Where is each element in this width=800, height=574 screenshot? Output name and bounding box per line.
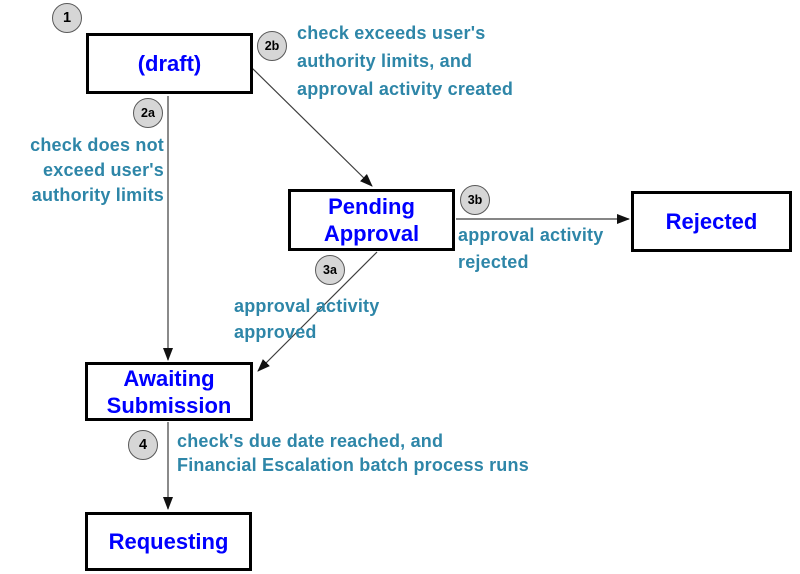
badge-step-3b: 3b xyxy=(460,185,490,215)
badge-label: 2a xyxy=(141,106,155,120)
state-label: Pending xyxy=(328,194,415,219)
transition-label-3b: approval activity rejected xyxy=(458,225,604,272)
transition-label-3a: approval activity approved xyxy=(234,296,380,342)
badge-step-2b: 2b xyxy=(257,31,287,61)
badge-step-4: 4 xyxy=(128,430,158,460)
transition-label-2b: check exceeds user's authority limits, a… xyxy=(297,23,514,99)
badge-label: 2b xyxy=(264,39,280,53)
transition-label-2a: check does not exceed user's authority l… xyxy=(30,135,164,205)
badge-step-1: 1 xyxy=(52,3,82,33)
state-label: Requesting xyxy=(108,529,229,554)
state-label: Approval xyxy=(323,221,420,246)
state-label: (draft) xyxy=(137,51,202,76)
state-requesting: Requesting xyxy=(85,512,252,571)
badge-step-2a: 2a xyxy=(133,98,163,128)
badge-step-3a: 3a xyxy=(315,255,345,285)
state-draft: (draft) xyxy=(86,33,253,94)
badge-label: 3b xyxy=(467,193,483,207)
state-label: Rejected xyxy=(665,209,758,234)
state-label: Submission xyxy=(106,392,232,418)
badge-label: 4 xyxy=(138,437,148,453)
state-awaiting-submission: Awaiting Submission xyxy=(85,362,253,421)
badge-label: 3a xyxy=(323,263,337,277)
transition-label-4: check's due date reached, and Financial … xyxy=(177,431,529,475)
state-label: Awaiting xyxy=(123,365,215,391)
state-pending-approval: Pending Approval xyxy=(288,189,455,251)
badge-label: 1 xyxy=(62,10,72,26)
state-rejected: Rejected xyxy=(631,191,792,252)
